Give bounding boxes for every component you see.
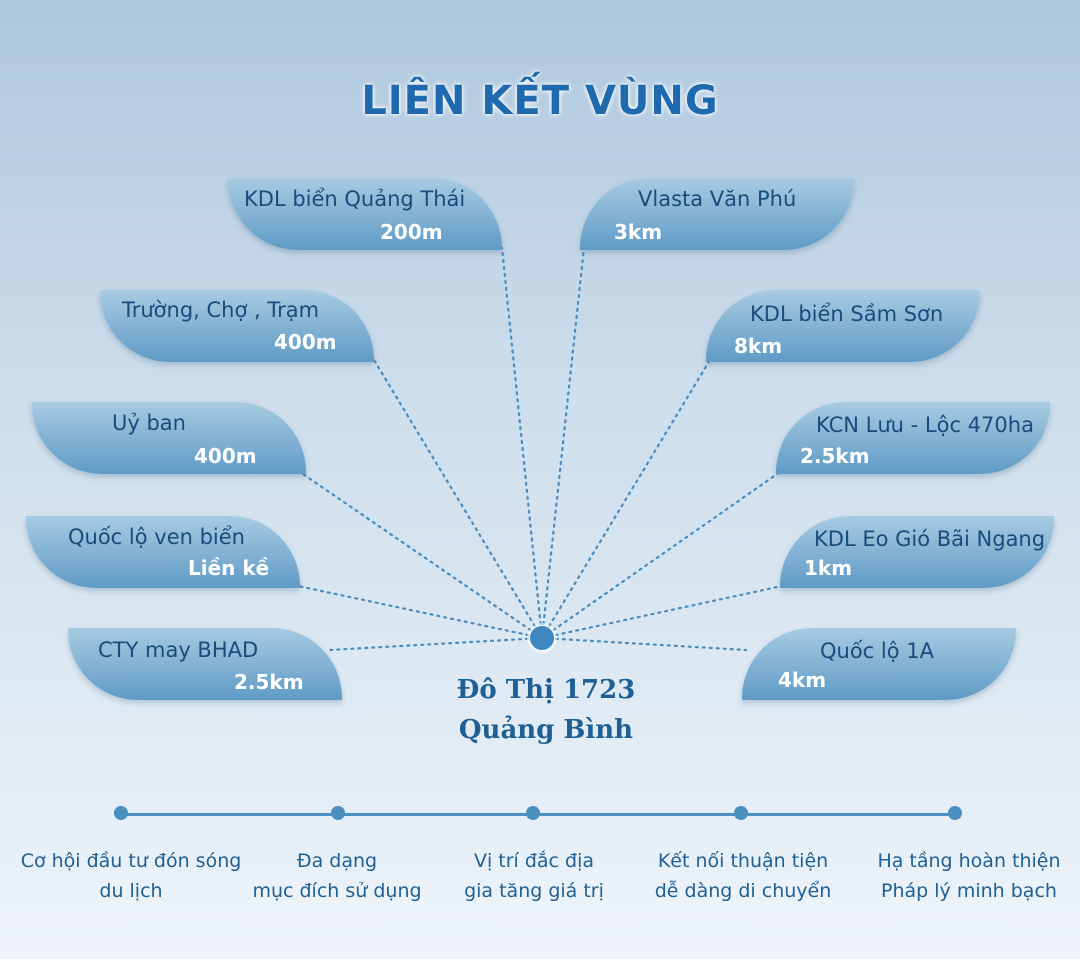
connector-line bbox=[540, 584, 784, 640]
feature-line2: dễ dàng di chuyển bbox=[654, 880, 832, 902]
connector-line bbox=[540, 636, 748, 652]
location-name: KDL biển Quảng Thái bbox=[244, 187, 466, 211]
location-distance: Liền kề bbox=[188, 556, 270, 580]
location-distance: 2.5km bbox=[234, 670, 304, 694]
timeline-dot bbox=[526, 806, 540, 820]
location-distance: 400m bbox=[194, 444, 257, 468]
location-card-kdl-quang-thai: KDL biển Quảng Thái 200m bbox=[228, 178, 502, 250]
feature-item: Hạ tầng hoàn thiện Pháp lý minh bạch bbox=[862, 846, 1076, 906]
location-distance: 8km bbox=[734, 334, 783, 358]
location-name: Quốc lộ 1A bbox=[820, 639, 934, 663]
center-label-line1: Đô Thị 1723 bbox=[456, 675, 636, 705]
feature-line1: Vị trí đắc địa bbox=[473, 850, 595, 872]
location-card-kdl-eo-gio: KDL Eo Gió Bãi Ngang 1km bbox=[780, 516, 1054, 588]
location-card-vlasta-van-phu: Vlasta Văn Phú 3km bbox=[580, 178, 854, 250]
feature-line1: Kết nối thuận tiện bbox=[657, 850, 829, 872]
location-card-kdl-sam-son: KDL biển Sầm Sơn 8km bbox=[706, 290, 980, 362]
connector-line bbox=[540, 470, 782, 640]
center-label-line2: Quảng Bình bbox=[458, 715, 634, 745]
connector-line bbox=[372, 358, 544, 640]
connector-line bbox=[540, 246, 586, 640]
feature-line1: Cơ hội đầu tư đón sóng bbox=[20, 850, 242, 872]
feature-item: Đa dạng mục đích sử dụng bbox=[232, 846, 442, 906]
timeline-dot bbox=[331, 806, 345, 820]
timeline-dot bbox=[114, 806, 128, 820]
connector-line bbox=[540, 358, 712, 640]
location-card-truong-cho-tram: Trường, Chợ , Trạm 400m bbox=[100, 290, 374, 362]
center-marker bbox=[530, 626, 554, 650]
location-distance: 200m bbox=[380, 220, 443, 244]
location-card-quoc-lo-1a: Quốc lộ 1A 4km bbox=[742, 628, 1016, 700]
location-name: CTY may BHAD bbox=[98, 638, 259, 662]
location-distance: 3km bbox=[614, 220, 663, 244]
feature-line2: Pháp lý minh bạch bbox=[881, 880, 1057, 902]
location-card-cty-may-bhad: CTY may BHAD 2.5km bbox=[68, 628, 342, 700]
location-card-uy-ban: Uỷ ban 400m bbox=[32, 402, 306, 474]
location-name: KDL biển Sầm Sơn bbox=[750, 302, 944, 326]
page-title: LIÊN KẾT VÙNG bbox=[361, 78, 719, 124]
location-name: KCN Lưu - Lộc 470ha bbox=[816, 413, 1034, 437]
location-distance: 2.5km bbox=[800, 444, 870, 468]
connector-line bbox=[500, 246, 544, 640]
feature-line2: mục đích sử dụng bbox=[252, 880, 422, 902]
location-name: Trường, Chợ , Trạm bbox=[122, 298, 320, 322]
feature-line2: gia tăng giá trị bbox=[464, 880, 604, 902]
location-name: Vlasta Văn Phú bbox=[638, 187, 797, 211]
connector-line bbox=[296, 584, 544, 640]
feature-line1: Hạ tầng hoàn thiện bbox=[877, 850, 1061, 872]
timeline-dot bbox=[734, 806, 748, 820]
location-name: Uỷ ban bbox=[112, 411, 186, 435]
feature-line2: du lịch bbox=[99, 880, 163, 902]
location-distance: 4km bbox=[778, 668, 827, 692]
feature-item: Vị trí đắc địa gia tăng giá trị bbox=[448, 846, 620, 906]
connector-line bbox=[298, 470, 544, 640]
location-card-kcn-luu-loc: KCN Lưu - Lộc 470ha 2.5km bbox=[776, 402, 1050, 474]
feature-item: Cơ hội đầu tư đón sóng du lịch bbox=[6, 846, 256, 906]
location-distance: 1km bbox=[804, 556, 853, 580]
timeline-dot bbox=[948, 806, 962, 820]
location-name: KDL Eo Gió Bãi Ngang bbox=[814, 527, 1046, 551]
feature-item: Kết nối thuận tiện dễ dàng di chuyển bbox=[638, 846, 848, 906]
location-name: Quốc lộ ven biển bbox=[68, 525, 245, 549]
feature-line1: Đa dạng bbox=[296, 850, 378, 872]
location-distance: 400m bbox=[274, 330, 337, 354]
connector-line bbox=[328, 636, 544, 652]
center-label: Đô Thị 1723 Quảng Bình bbox=[386, 670, 706, 750]
location-card-quoc-lo-ven-bien: Quốc lộ ven biển Liền kề bbox=[26, 516, 300, 588]
